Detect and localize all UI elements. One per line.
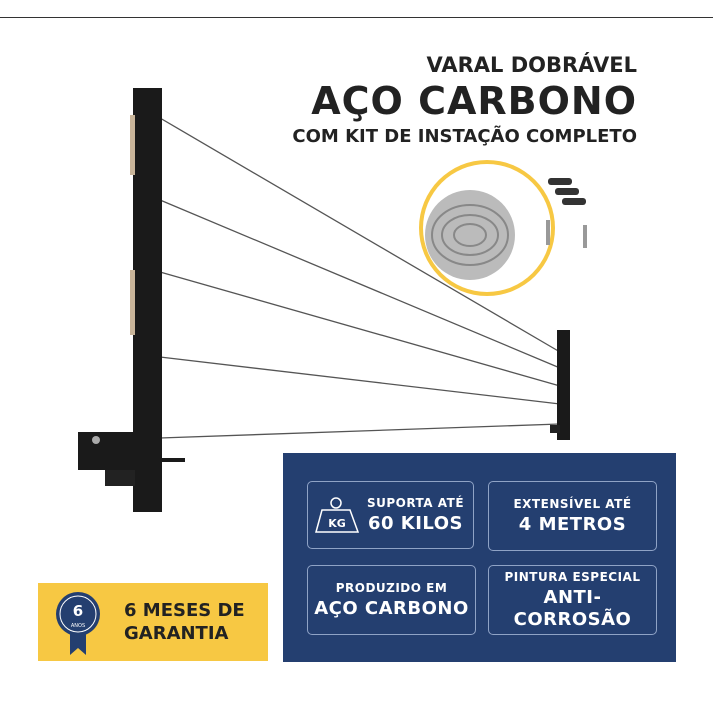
title-line-1: VARAL DOBRÁVEL [426, 53, 637, 77]
feature-label: EXTENSÍVEL ATÉ [513, 496, 632, 511]
warranty-banner: 6 ANOS 6 MESES DE GARANTIA [38, 583, 268, 661]
feature-paint: PINTURA ESPECIAL ANTI-CORROSÃO [488, 565, 657, 635]
wall-bracket [78, 432, 138, 470]
warranty-line-1: 6 MESES DE [124, 600, 245, 621]
weight-kg-icon: KG [315, 497, 360, 533]
feature-material: PRODUZIDO EM AÇO CARBONO [307, 565, 476, 635]
feature-label: PRODUZIDO EM [335, 580, 448, 595]
svg-text:KG: KG [328, 517, 346, 530]
feature-value: AÇO CARBONO [314, 597, 469, 619]
top-divider [0, 17, 713, 18]
clotheslines [159, 117, 561, 439]
feature-label: PINTURA ESPECIAL [504, 569, 641, 584]
feature-value: 60 KILOS [367, 512, 464, 534]
ribbon-badge-icon: 6 ANOS [56, 592, 100, 655]
warranty-text: 6 MESES DE GARANTIA [124, 599, 245, 645]
title-line-3: COM KIT DE INSTAÇÃO COMPLETO [292, 126, 637, 147]
installation-kit-inset [419, 160, 587, 296]
svg-text:6: 6 [73, 602, 83, 620]
feature-capacity: KG SUPORTA ATÉ 60 KILOS [307, 481, 474, 549]
feature-extension: EXTENSÍVEL ATÉ 4 METROS [488, 481, 657, 551]
end-post [557, 330, 570, 440]
warranty-line-2: GARANTIA [124, 623, 229, 644]
feature-value: ANTI-CORROSÃO [513, 586, 632, 630]
feature-value: 4 METROS [518, 513, 627, 535]
title-line-2: AÇO CARBONO [311, 79, 637, 123]
svg-text:ANOS: ANOS [71, 623, 85, 629]
feature-label: SUPORTA ATÉ [366, 495, 465, 510]
features-panel: KG SUPORTA ATÉ 60 KILOS EXTENSÍVEL ATÉ 4… [283, 453, 676, 662]
